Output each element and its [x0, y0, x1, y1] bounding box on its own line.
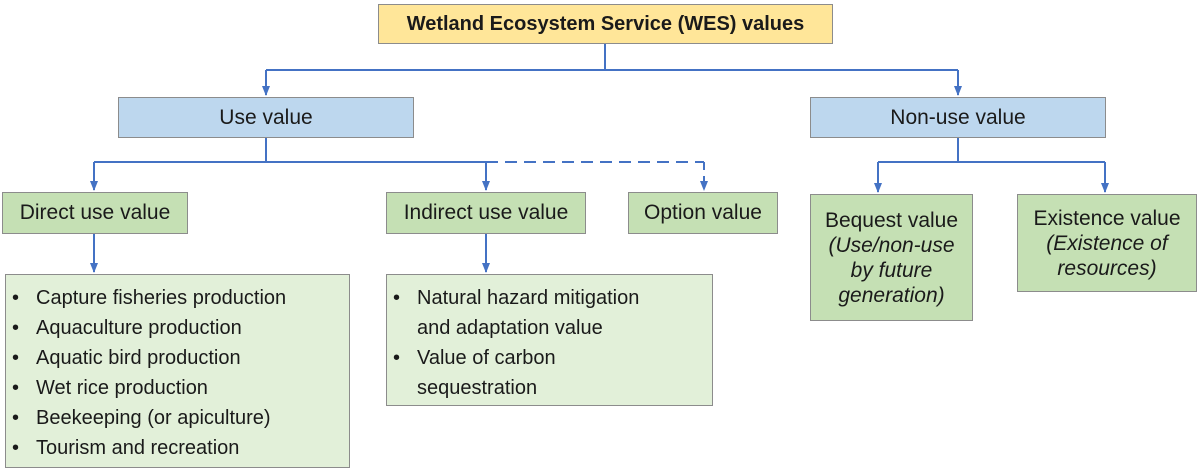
- direct-use-item: Tourism and recreation: [6, 433, 349, 463]
- root-node: Wetland Ecosystem Service (WES) values: [378, 4, 833, 44]
- indirect-item-2-line-2: sequestration: [417, 377, 538, 399]
- indirect-item-1-line-1: Natural hazard mitigation: [417, 287, 640, 309]
- use-value-node: Use value: [118, 97, 414, 138]
- indirect-item-2-line-1: Value of carbon: [417, 347, 556, 369]
- direct-use-item: Capture fisheries production: [6, 283, 349, 313]
- bequest-value-label: Bequest value: [824, 208, 959, 232]
- indirect-use-item: Natural hazard mitigation and adaptation…: [387, 283, 712, 343]
- bequest-detail-line-1: (Use/non-use: [828, 233, 955, 257]
- option-value-label: Option value: [644, 201, 762, 224]
- existence-value-label: Existence value: [1033, 206, 1181, 230]
- indirect-use-items-box: Natural hazard mitigation and adaptation…: [386, 274, 713, 406]
- existence-detail-line-2: resources): [1057, 256, 1157, 280]
- indirect-use-items-list: Natural hazard mitigation and adaptation…: [387, 283, 712, 403]
- use-value-label: Use value: [219, 105, 313, 129]
- indirect-use-item: Value of carbon sequestration: [387, 343, 712, 403]
- indirect-use-label: Indirect use value: [403, 201, 569, 224]
- direct-use-items-list: Capture fisheries production Aquaculture…: [6, 283, 349, 463]
- direct-use-item: Aquatic bird production: [6, 343, 349, 373]
- direct-use-item: Wet rice production: [6, 373, 349, 403]
- existence-value-node: Existence value (Existence of resources): [1017, 194, 1197, 292]
- direct-use-item: Beekeeping (or apiculture): [6, 403, 349, 433]
- bequest-detail-line-3: generation): [838, 283, 945, 307]
- indirect-use-node: Indirect use value: [386, 192, 586, 234]
- non-use-value-label: Non-use value: [890, 105, 1026, 129]
- non-use-value-node: Non-use value: [810, 97, 1106, 138]
- direct-use-node: Direct use value: [2, 192, 188, 234]
- direct-use-items-box: Capture fisheries production Aquaculture…: [5, 274, 350, 468]
- bequest-value-node: Bequest value (Use/non-use by future gen…: [810, 194, 973, 321]
- bequest-detail-line-2: by future: [850, 258, 933, 282]
- indirect-item-1-line-2: and adaptation value: [417, 317, 603, 339]
- direct-use-item: Aquaculture production: [6, 313, 349, 343]
- direct-use-label: Direct use value: [19, 201, 171, 224]
- option-value-node: Option value: [628, 192, 778, 234]
- existence-detail-line-1: (Existence of: [1046, 231, 1168, 255]
- root-title: Wetland Ecosystem Service (WES) values: [406, 12, 805, 35]
